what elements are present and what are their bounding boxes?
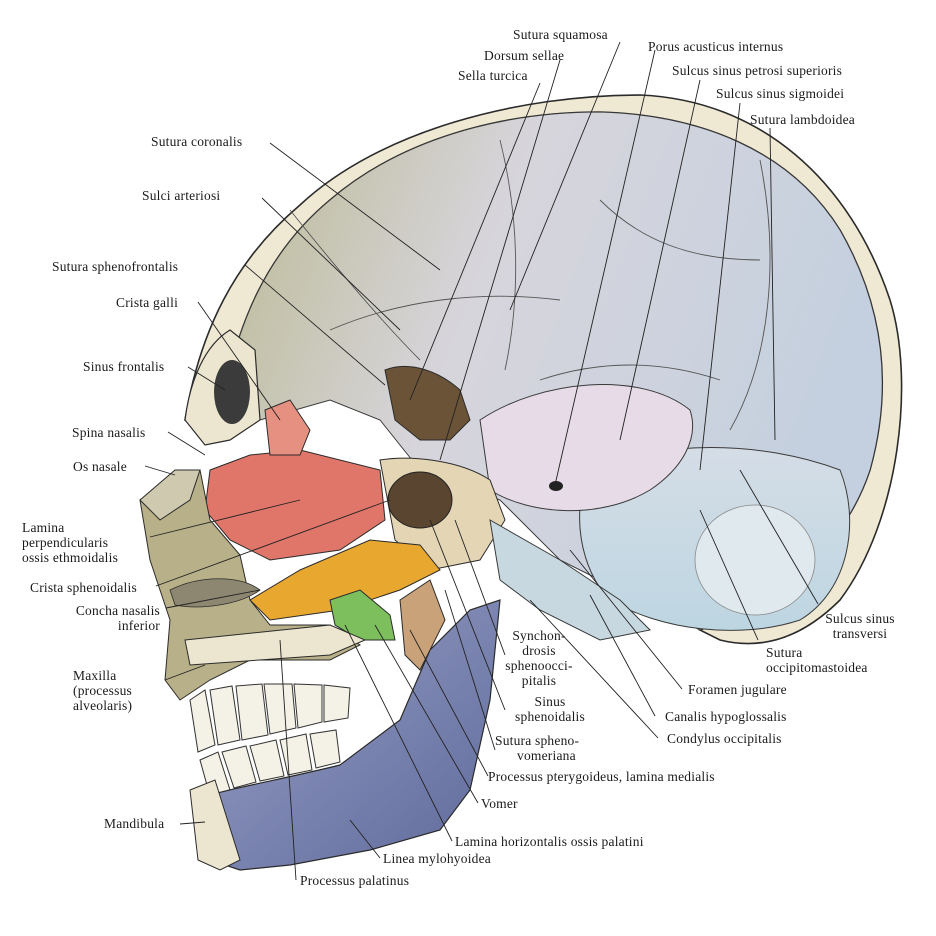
label-sulcus-transversi-line-1: Sulcus sinus xyxy=(825,611,895,626)
label-mandibula: Mandibula xyxy=(104,816,165,831)
label-maxilla-line-3: alveolaris) xyxy=(73,698,133,713)
label-lamina-horizontalis: Lamina horizontalis ossis palatini xyxy=(455,834,644,849)
label-sinus-sphenoidalis-line-1: Sinus xyxy=(534,694,566,709)
label-synchondrosis: Synchon- drosis sphenoocci- pitalis xyxy=(504,628,574,688)
label-os-nasale: Os nasale xyxy=(73,459,127,474)
label-lamina-line-2: perpendicularis xyxy=(22,535,109,550)
label-sinus-sphenoidalis: Sinus sphenoidalis xyxy=(500,694,600,724)
label-sulcus-sinus-transversi: Sulcus sinus transversi xyxy=(810,611,910,641)
label-linea-mylohyoidea: Linea mylohyoidea xyxy=(383,851,491,866)
label-dorsum-sellae: Dorsum sellae xyxy=(484,48,565,63)
pterygoid-process xyxy=(399,579,446,671)
label-sutura-occipito-line-2: occipitomastoidea xyxy=(766,660,868,675)
lower-teeth xyxy=(199,729,341,797)
label-lamina-perpendicularis: Lamina perpendicularis ossis ethmoidalis xyxy=(22,520,118,565)
label-sulcus-sinus-petrosi-superioris: Sulcus sinus petrosi superioris xyxy=(672,63,843,78)
label-processus-palatinus: Processus palatinus xyxy=(300,873,410,888)
label-concha-nasalis-inferior: Concha nasalis inferior xyxy=(20,603,160,633)
label-sutura-lambdoidea: Sutura lambdoidea xyxy=(750,112,855,127)
label-canalis-hypoglossalis: Canalis hypoglossalis xyxy=(665,709,787,724)
label-sutura-sphenovomeriana: Sutura spheno- vomeriana xyxy=(495,733,579,763)
label-sulcus-sinus-sigmoidei: Sulcus sinus sigmoidei xyxy=(716,86,845,101)
label-vomer: Vomer xyxy=(481,796,518,811)
label-maxilla-line-2: (processus xyxy=(73,683,132,698)
label-concha-line-2: inferior xyxy=(117,618,160,633)
label-sulcus-transversi-line-2: transversi xyxy=(832,626,888,641)
nasal-bone xyxy=(139,469,201,521)
hard-palate xyxy=(184,624,367,666)
label-sella-turcica: Sella turcica xyxy=(458,68,528,83)
vault-lines xyxy=(289,139,771,431)
label-sinus-frontalis: Sinus frontalis xyxy=(83,359,165,374)
label-sulci-arteriosi: Sulci arteriosi xyxy=(142,188,221,203)
label-porus-acusticus-internus: Porus acusticus internus xyxy=(648,39,784,54)
vomer-bone xyxy=(249,539,441,621)
clivus xyxy=(489,519,652,641)
label-maxilla: Maxilla (processus alveolaris) xyxy=(73,668,132,713)
label-lamina-line-1: Lamina xyxy=(22,520,65,535)
label-sinus-sphenoidalis-line-2: sphenoidalis xyxy=(515,709,585,724)
mandible-cut-surface xyxy=(189,779,241,871)
label-synchondrosis-line-2: drosis xyxy=(522,643,556,658)
label-sutura-occipito-line-1: Sutura xyxy=(766,645,803,660)
sinus-sphenoidalis-cavity xyxy=(387,471,453,529)
mandible-bone xyxy=(194,599,501,871)
label-lamina-line-3: ossis ethmoidalis xyxy=(22,550,119,565)
ethmoid-perpendicular-plate xyxy=(204,449,386,561)
label-foramen-jugulare: Foramen jugulare xyxy=(688,682,787,697)
label-synchondrosis-line-3: sphenoocci- xyxy=(505,658,573,673)
porus-acusticus-hole xyxy=(549,481,563,491)
label-concha-line-1: Concha nasalis xyxy=(75,603,160,618)
label-synchondrosis-line-1: Synchon- xyxy=(512,628,566,643)
label-crista-galli: Crista galli xyxy=(116,295,179,310)
label-spina-nasalis: Spina nasalis xyxy=(72,425,146,440)
label-sutura-coronalis: Sutura coronalis xyxy=(151,134,243,149)
cerebellar-fossa xyxy=(694,504,816,616)
label-condylus-occipitalis: Condylus occipitalis xyxy=(667,731,782,746)
upper-teeth xyxy=(189,683,351,753)
label-sutura-sphenofrontalis: Sutura sphenofrontalis xyxy=(52,259,179,274)
label-processus-pterygoideus: Processus pterygoideus, lamina medialis xyxy=(488,769,715,784)
petrous-temporal xyxy=(479,384,694,512)
sinus-frontalis-cavity xyxy=(214,360,250,424)
sphenoid-bone xyxy=(384,366,471,441)
label-sutura-occipitomastoidea: Sutura occipitomastoidea xyxy=(766,645,868,675)
label-synchondrosis-line-4: pitalis xyxy=(521,673,557,688)
leader-lines xyxy=(144,41,819,881)
label-crista-sphenoidalis: Crista sphenoidalis xyxy=(30,580,137,595)
label-sutura-spheno-line-1: Sutura spheno- xyxy=(495,733,580,748)
label-maxilla-line-1: Maxilla xyxy=(73,668,117,683)
label-sutura-spheno-line-2: vomeriana xyxy=(517,748,576,763)
crista-galli-shape xyxy=(264,399,311,456)
label-sutura-squamosa: Sutura squamosa xyxy=(513,27,608,42)
